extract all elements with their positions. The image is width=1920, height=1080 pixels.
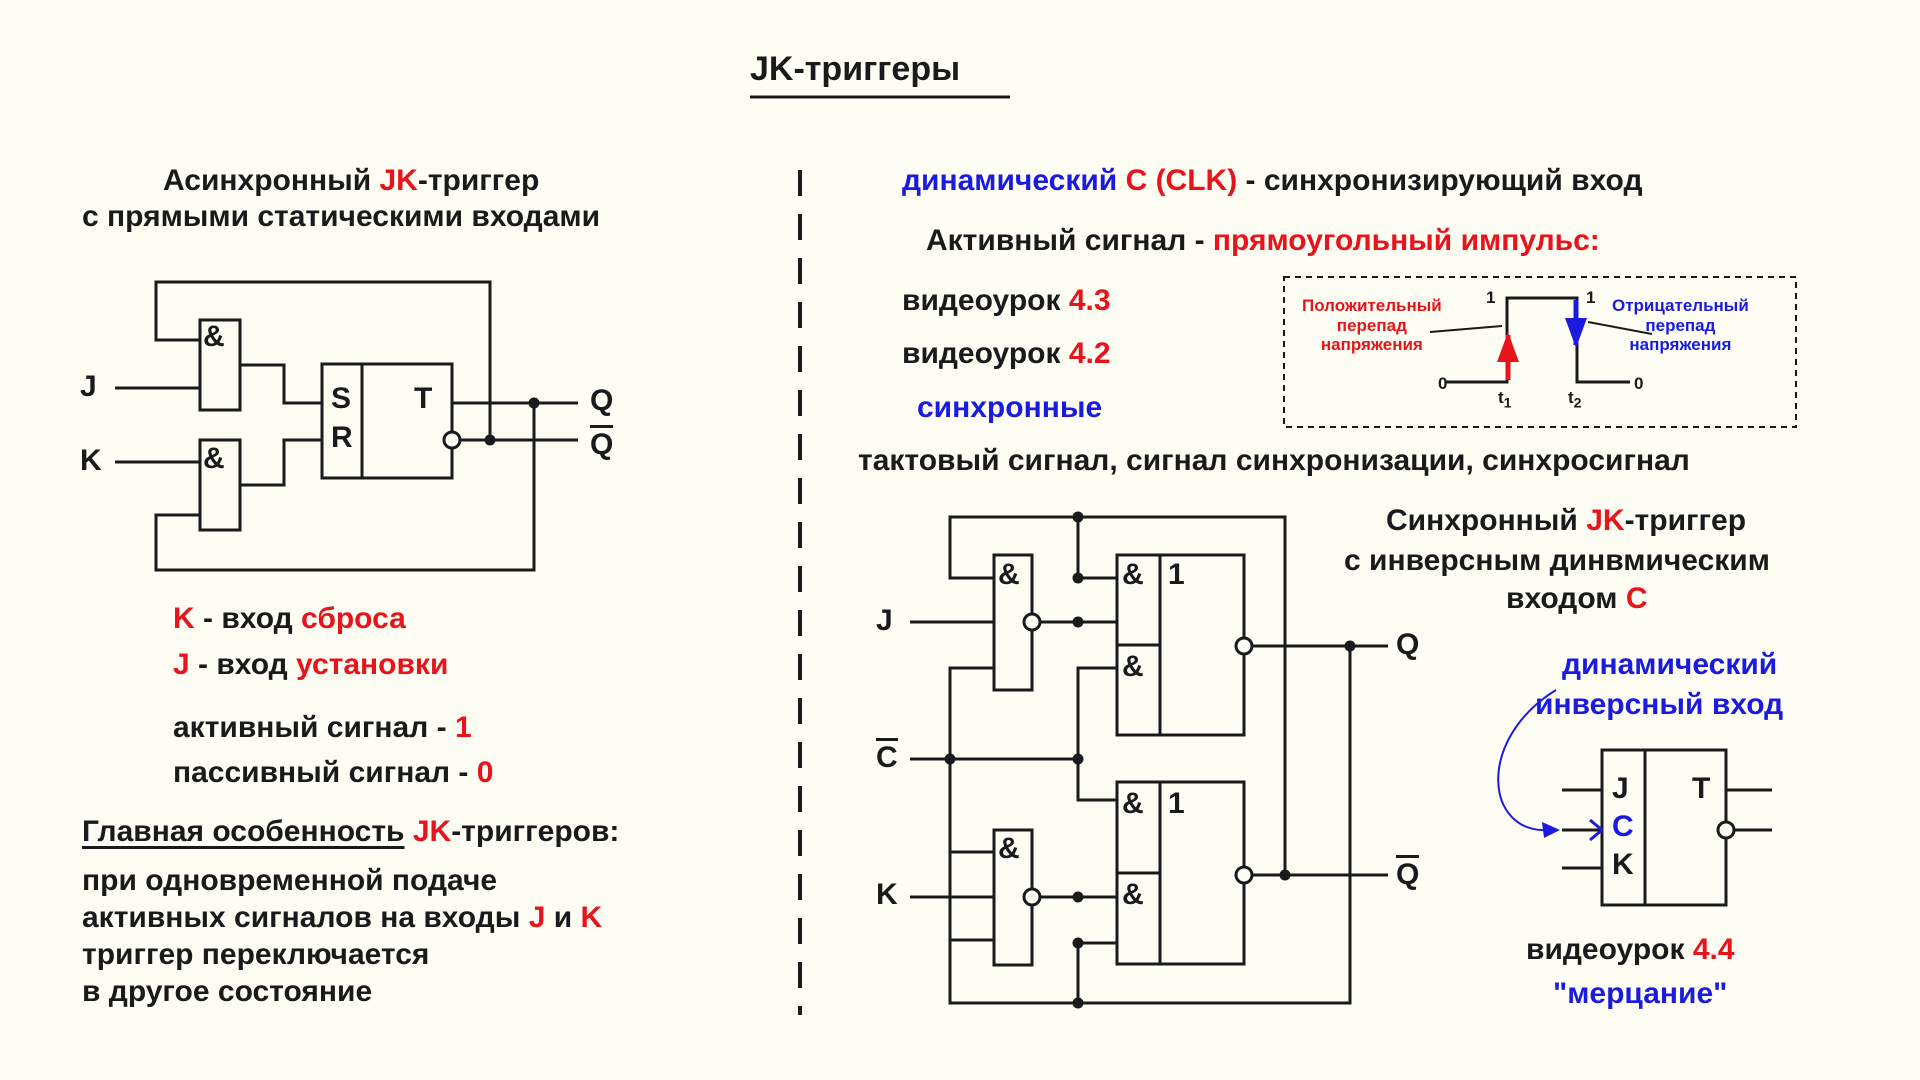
- gate-and-label: &: [998, 558, 1020, 591]
- feature-desc-1: при одновременной подаче: [82, 864, 498, 897]
- feature-desc-3: триггер переключается: [82, 938, 430, 971]
- pulse-level-1-left: 1: [1486, 288, 1496, 307]
- gate-and-label: &: [998, 832, 1020, 865]
- dynamic-label-2: инверсный вход: [1535, 688, 1784, 721]
- gate-and-label: &: [203, 442, 225, 475]
- pin-q-bar: Q: [590, 425, 614, 460]
- symbol-pin-k: K: [1612, 848, 1634, 881]
- sync-label: синхронные: [917, 391, 1103, 424]
- passive-signal-line: пассивный сигнал - 0: [173, 756, 494, 789]
- pulse-level-1-right: 1: [1586, 288, 1596, 307]
- pin-q: Q: [1396, 628, 1420, 661]
- pin-k: K: [876, 878, 898, 911]
- pin-k: K: [80, 444, 102, 477]
- pin-r: R: [331, 421, 353, 454]
- feature-heading: Главная особенность JK-триггеров:: [82, 815, 620, 848]
- video-lesson-4-4: видеоурок 4.4: [1526, 933, 1735, 966]
- jk-symbol: [1497, 689, 1772, 907]
- pin-q: Q: [590, 384, 614, 417]
- feature-desc-2: активных сигналов на входы J и K: [82, 901, 603, 934]
- async-jk-circuit: [115, 280, 578, 572]
- pin-c-bar: C: [876, 738, 898, 773]
- pin-q-bar: Q: [1396, 855, 1420, 890]
- gate-and-label: &: [1122, 650, 1144, 683]
- pulse-level-0-right: 0: [1634, 374, 1644, 393]
- j-set-line: J - вход установки: [173, 648, 449, 681]
- symbol-pin-j: J: [1612, 772, 1629, 805]
- pulse-diagram: [1283, 276, 1797, 428]
- pin-j: J: [876, 604, 893, 637]
- clk-input-line: динамический C (CLK) - синхронизирующий …: [902, 164, 1643, 197]
- k-reset-line: K - вход сброса: [173, 602, 406, 635]
- gate-one-label: 1: [1168, 558, 1185, 591]
- pin-t: T: [414, 382, 433, 415]
- async-heading: Асинхронный JK-триггер: [163, 164, 540, 197]
- active-pulse-line: Активный сигнал - прямоугольный импульс:: [926, 224, 1600, 257]
- async-subheading: с прямыми статическими входами: [82, 200, 601, 233]
- pin-j: J: [80, 370, 97, 403]
- active-signal-line: активный сигнал - 1: [173, 711, 472, 744]
- sync-jk-circuit: [910, 511, 1388, 1009]
- video-lesson-4-3: видеоурок 4.3: [902, 284, 1111, 317]
- gate-and-label: &: [203, 320, 225, 353]
- gate-and-label: &: [1122, 558, 1144, 591]
- gate-and-label: &: [1122, 878, 1144, 911]
- pin-s: S: [331, 382, 352, 415]
- sync-heading: Синхронный JK-триггер: [1386, 504, 1747, 537]
- flicker-label: "мерцание": [1553, 977, 1728, 1010]
- clock-terms: тактовый сигнал, сигнал синхронизации, с…: [858, 444, 1690, 477]
- feature-desc-4: в другое состояние: [82, 975, 373, 1008]
- gate-and-label: &: [1122, 787, 1144, 820]
- pulse-t2: t2: [1568, 388, 1582, 412]
- page-title: JK-триггеры: [750, 50, 961, 88]
- dynamic-label-1: динамический: [1562, 648, 1778, 681]
- sync-heading-3: входом C: [1506, 582, 1648, 615]
- sync-heading-2: с инверсным динвмическим: [1344, 544, 1770, 577]
- symbol-pin-c: C: [1612, 810, 1634, 843]
- pulse-t1: t1: [1498, 388, 1512, 412]
- pulse-level-0-left: 0: [1438, 374, 1448, 393]
- gate-one-label: 1: [1168, 787, 1185, 820]
- symbol-pin-t: T: [1692, 772, 1711, 805]
- video-lesson-4-2: видеоурок 4.2: [902, 337, 1111, 370]
